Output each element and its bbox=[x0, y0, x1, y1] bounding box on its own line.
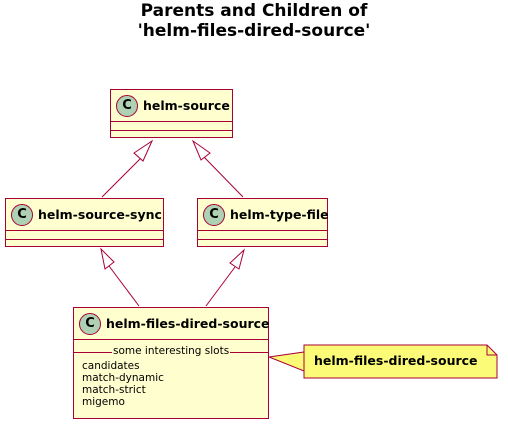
class-name: helm-type-file bbox=[230, 207, 329, 222]
class-attributes-compartment bbox=[6, 231, 163, 240]
class-attributes-compartment bbox=[198, 231, 327, 240]
edge-typefile-to-source bbox=[191, 139, 244, 198]
class-helm-files-dired-source[interactable]: C helm-files-dired-source some interesti… bbox=[73, 307, 270, 419]
class-stereotype-icon: C bbox=[79, 312, 101, 335]
class-name: helm-files-dired-source bbox=[106, 316, 270, 331]
class-attributes-compartment bbox=[111, 122, 232, 131]
edge-dired-to-sync bbox=[100, 247, 140, 307]
class-helm-source-sync[interactable]: C helm-source-sync bbox=[5, 198, 164, 247]
class-name: helm-source-sync bbox=[38, 207, 162, 222]
slots-divider-label: some interesting slots bbox=[112, 344, 231, 359]
class-stereotype-icon: C bbox=[203, 203, 225, 226]
edge-dired-to-typefile bbox=[205, 248, 245, 307]
slots-list: candidates match-dynamic match-strict mi… bbox=[74, 356, 268, 408]
note-connector bbox=[267, 351, 305, 372]
class-helm-source[interactable]: C helm-source bbox=[110, 89, 233, 138]
slot-item: migemo bbox=[82, 396, 125, 408]
slot-item: candidates bbox=[82, 360, 140, 372]
slots-divider: some interesting slots bbox=[74, 344, 268, 359]
class-stereotype-icon: C bbox=[116, 94, 138, 117]
class-stereotype-icon: C bbox=[11, 203, 33, 226]
class-name: helm-source bbox=[143, 98, 230, 113]
diagram-title-line2: 'helm-files-dired-source' bbox=[137, 21, 371, 41]
slot-item: match-strict bbox=[82, 384, 146, 396]
class-helm-type-file[interactable]: C helm-type-file bbox=[197, 198, 329, 247]
diagram-title-line1: Parents and Children of bbox=[140, 1, 368, 21]
edge-sync-to-source bbox=[101, 139, 154, 198]
note-label: helm-files-dired-source bbox=[314, 353, 478, 368]
slot-item: match-dynamic bbox=[82, 372, 164, 384]
note-shape bbox=[303, 344, 498, 379]
